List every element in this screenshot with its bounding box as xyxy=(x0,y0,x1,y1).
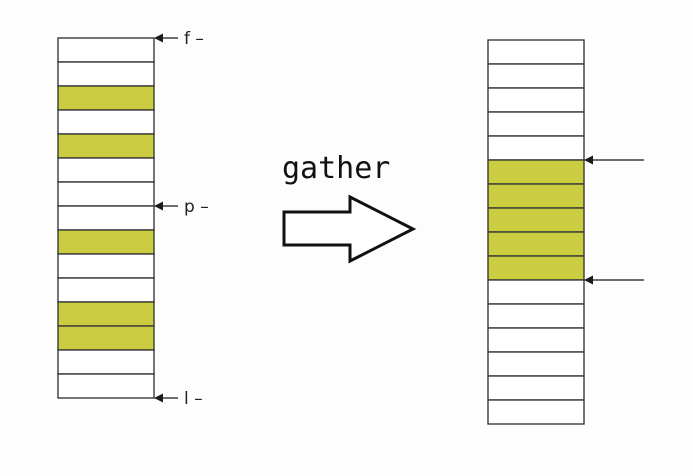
gather-arrow-icon xyxy=(282,194,417,264)
left-cell xyxy=(57,205,155,231)
right-cell-highlighted xyxy=(487,183,585,209)
left-array-markers: f – p – l – xyxy=(154,29,209,409)
right-array-markers xyxy=(584,155,644,285)
right-cell-highlighted xyxy=(487,159,585,185)
right-cell xyxy=(487,351,585,377)
right-cell xyxy=(487,279,585,305)
right-cell xyxy=(487,399,585,425)
left-cell xyxy=(57,109,155,135)
right-cell xyxy=(487,63,585,89)
right-cell xyxy=(487,111,585,137)
left-cell-highlighted xyxy=(57,325,155,351)
left-cell xyxy=(57,157,155,183)
left-cell xyxy=(57,349,155,375)
left-pointer-label: f – xyxy=(184,29,204,49)
gather-label: gather xyxy=(282,151,390,186)
left-cell xyxy=(57,37,155,63)
right-cell-highlighted xyxy=(487,207,585,233)
left-cell-highlighted xyxy=(57,301,155,327)
right-cell xyxy=(487,327,585,353)
right-cell xyxy=(487,87,585,113)
left-cell xyxy=(57,277,155,303)
left-array xyxy=(57,37,155,399)
left-cell xyxy=(57,61,155,87)
left-cell xyxy=(57,181,155,207)
right-cell-highlighted xyxy=(487,255,585,281)
right-cell xyxy=(487,303,585,329)
left-cell-highlighted xyxy=(57,85,155,111)
left-pointer-label: l – xyxy=(184,389,203,409)
left-cell-highlighted xyxy=(57,133,155,159)
left-cell xyxy=(57,373,155,399)
right-cell xyxy=(487,135,585,161)
right-cell-highlighted xyxy=(487,231,585,257)
left-cell xyxy=(57,253,155,279)
right-cell xyxy=(487,375,585,401)
left-cell-highlighted xyxy=(57,229,155,255)
right-array xyxy=(487,39,585,425)
right-cell xyxy=(487,39,585,65)
left-pointer-label: p – xyxy=(184,197,209,217)
